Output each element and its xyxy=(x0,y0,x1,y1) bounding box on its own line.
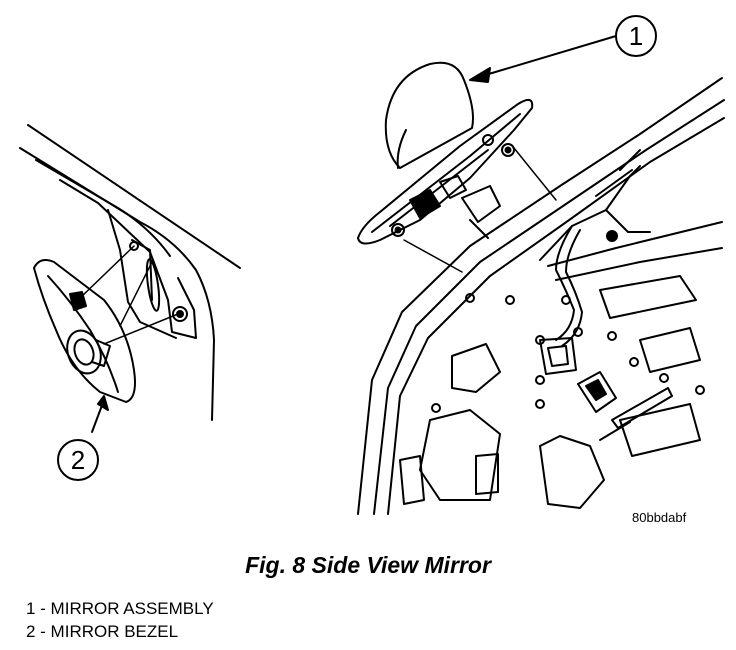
figure-code: 80bbdabf xyxy=(632,510,687,525)
legend-item-mirror-bezel: 2 - MIRROR BEZEL xyxy=(26,622,179,641)
figure-caption: Fig. 8 Side View Mirror xyxy=(245,552,491,578)
mirror-assembly xyxy=(357,61,534,245)
diagram-figure: 2 xyxy=(19,15,725,525)
door-panel xyxy=(357,77,725,515)
mirror-leader-lines xyxy=(403,147,557,273)
callout-1-number: 1 xyxy=(629,21,643,51)
callout-1: 1 xyxy=(615,15,657,57)
figure-legend: 1 - MIRROR ASSEMBLY 2 - MIRROR BEZEL xyxy=(26,597,214,643)
callout-2-arrow xyxy=(91,395,109,433)
callout-2-number: 2 xyxy=(71,445,85,475)
callout-2: 2 xyxy=(57,439,99,481)
callout-1-arrow xyxy=(469,35,617,83)
bezel-leader-lines xyxy=(79,245,179,345)
legend-item-mirror-assembly: 1 - MIRROR ASSEMBLY xyxy=(26,599,214,618)
mirror-bezel xyxy=(33,259,136,403)
left-inset-door-corner xyxy=(19,124,241,421)
